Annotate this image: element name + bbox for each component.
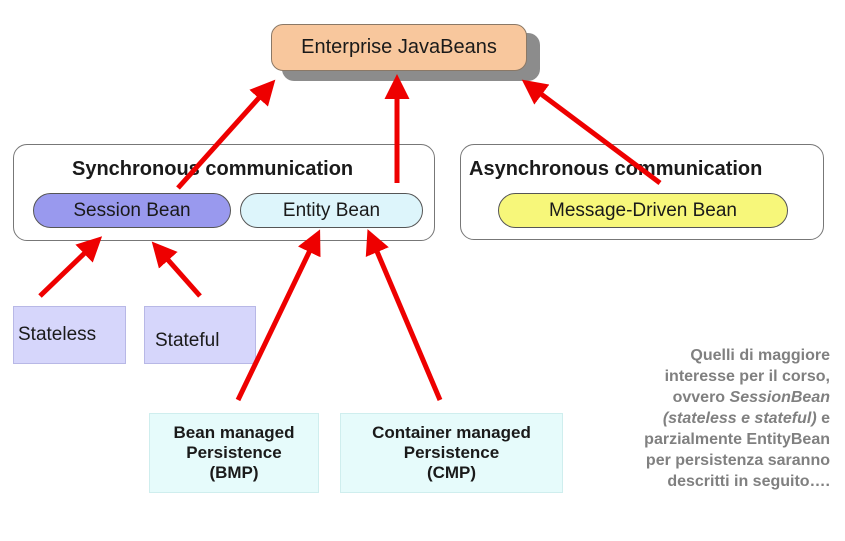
note-line-3-prefix: ovvero [672, 389, 730, 406]
cmp-line-1: Container managed [372, 423, 531, 442]
stateless-label: Stateless [18, 324, 97, 345]
message-driven-bean-node: Message-Driven Bean [498, 193, 788, 228]
note-line-1: Quelli di maggiore [690, 347, 830, 364]
note-line-3: ovvero SessionBean [568, 387, 830, 408]
async-title: Asynchronous communication [469, 158, 763, 180]
stateful-node: Stateful [144, 306, 256, 364]
bmp-line-2: Persistence [186, 443, 282, 462]
ejb-node: Enterprise JavaBeans [271, 24, 527, 71]
bmp-line-1: Bean managed [173, 423, 295, 442]
stateful-label: Stateful [155, 330, 220, 351]
message-driven-bean-label: Message-Driven Bean [549, 199, 737, 221]
note-stateless-stateful: (stateless e stateful) [662, 410, 817, 427]
cmp-node: Container managed Persistence (CMP) [340, 413, 563, 493]
sync-title: Synchronous communication [72, 158, 354, 180]
bmp-line-3: (BMP) [209, 463, 259, 482]
note-sessionbean: SessionBean [729, 389, 830, 406]
arrow-cmp-to-entity [365, 229, 443, 401]
cmp-line-3: (CMP) [426, 463, 477, 482]
stateless-node: Stateless [13, 306, 126, 364]
course-note: Quelli di maggiore interesse per il cors… [568, 345, 830, 492]
cmp-line-2: Persistence [403, 443, 500, 462]
arrow-stateful-to-session [151, 241, 202, 298]
session-bean-label: Session Bean [73, 199, 191, 221]
note-line-4: (stateless e stateful) e [568, 408, 830, 429]
ejb-label: Enterprise JavaBeans [301, 36, 497, 58]
session-bean-node: Session Bean [33, 193, 231, 228]
entity-bean-node: Entity Bean [240, 193, 423, 228]
bmp-node: Bean managed Persistence (BMP) [149, 413, 319, 493]
note-line-4-suffix: e [816, 410, 830, 427]
note-line-7: descritti in seguito…. [667, 473, 830, 490]
entity-bean-label: Entity Bean [282, 199, 381, 221]
note-line-6: per persistenza saranno [645, 452, 830, 469]
note-line-2: interesse per il corso, [664, 368, 830, 385]
arrow-stateless-to-session [38, 236, 103, 298]
note-line-5: parzialmente EntityBean [644, 431, 830, 448]
